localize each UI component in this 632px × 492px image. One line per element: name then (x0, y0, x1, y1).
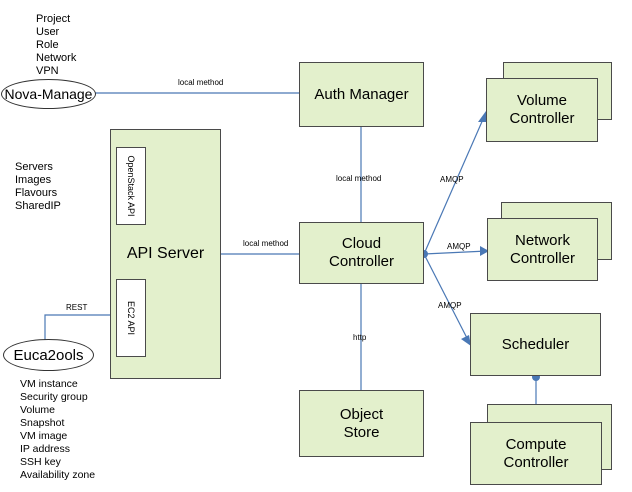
auth-manager-node: Auth Manager (299, 62, 424, 127)
openstack-resource: Flavours (15, 187, 58, 199)
nova-manage-command: Network (36, 52, 77, 64)
edge-label-amqp-network: AMQP (447, 242, 471, 251)
euca2ools-resource: VM image (20, 430, 68, 442)
euca2ools-resource: Volume (20, 404, 56, 416)
connector-cloud-network (423, 250, 488, 255)
openstack-resource: Servers (15, 161, 53, 173)
euca2ools-resource: IP address (20, 443, 71, 455)
euca2ools-resource: VM instance (20, 378, 78, 390)
arrowhead-volume (478, 111, 488, 122)
edge-label-amqp-scheduler: AMQP (438, 301, 462, 310)
scheduler-node: Scheduler (470, 313, 601, 376)
nova-manage-command: Role (36, 39, 59, 51)
euca2ools-node: Euca2ools (3, 339, 94, 371)
euca2ools-resource: Availability zone (20, 469, 96, 481)
nova-manage-command: VPN (36, 65, 59, 77)
edge-label-local-method-cloud: local method (336, 174, 382, 183)
euca2ools-resource: Snapshot (20, 417, 65, 429)
edge-label-rest: REST (66, 303, 88, 312)
nova-manage-command: User (36, 26, 60, 38)
edge-label-local-method-auth: local method (178, 78, 224, 87)
openstack-api-resources: Servers Images Flavours SharedIP (15, 161, 61, 213)
api-server-label: API Server (126, 245, 205, 262)
arrowhead-scheduler (461, 335, 471, 346)
edge-label-local-method-api: local method (243, 239, 289, 248)
edge-label-amqp-volume: AMQP (440, 175, 464, 184)
ec2-api-tag: EC2 API (116, 279, 146, 357)
connector-euca2ools-ec2 (44, 314, 110, 340)
nova-manage-command: Project (36, 13, 71, 25)
openstack-api-tag: OpenStack API (116, 147, 146, 225)
euca2ools-resources: VM instance Security group Volume Snapsh… (20, 378, 95, 482)
connector-cloud-volume (423, 116, 485, 255)
nova-manage-commands: Project User Role Network VPN (36, 13, 76, 78)
edge-label-http: http (353, 333, 367, 342)
openstack-resource: SharedIP (15, 200, 61, 212)
euca2ools-resource: SSH key (20, 456, 61, 468)
arrowhead-network (480, 246, 489, 256)
connector-cloud-scheduler (423, 253, 470, 343)
openstack-resource: Images (15, 174, 52, 186)
euca2ools-resource: Security group (20, 391, 88, 403)
nova-manage-node: Nova-Manage (1, 79, 96, 109)
